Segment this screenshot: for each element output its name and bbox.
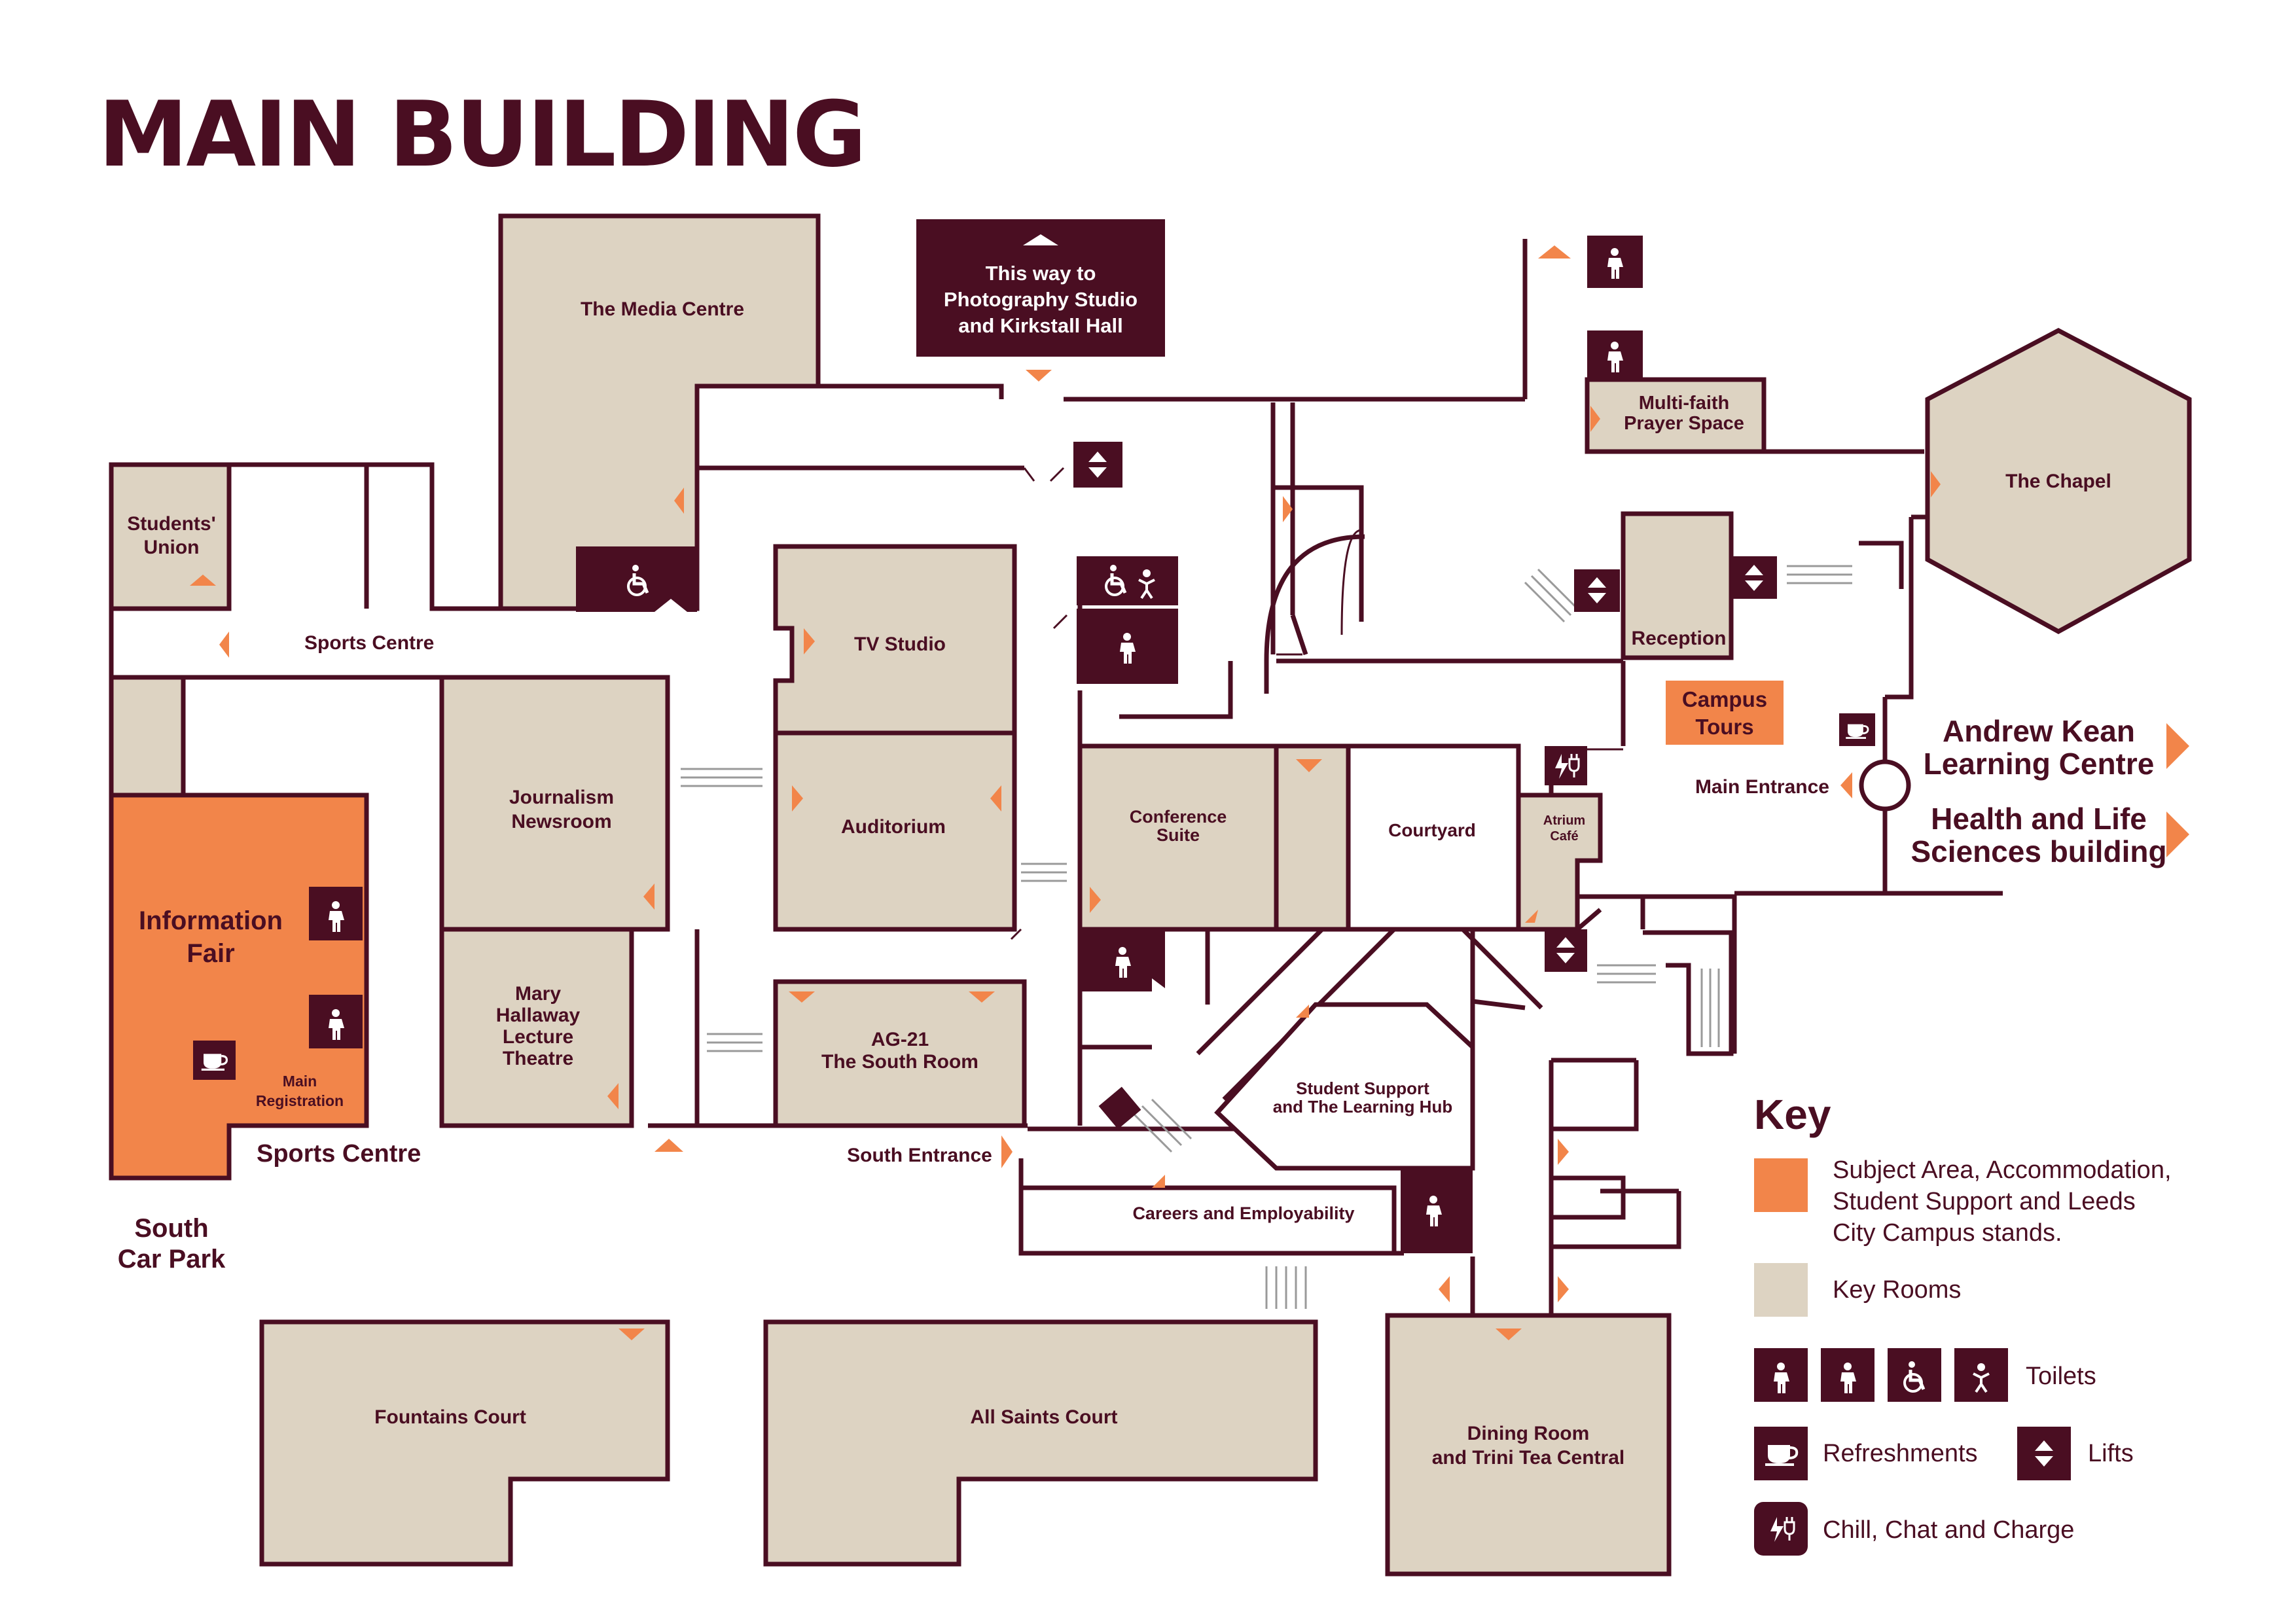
auditorium-label: Auditorium — [841, 816, 946, 838]
lift-box-reception-right[interactable] — [1731, 556, 1777, 599]
lift-box-reception-left[interactable] — [1574, 569, 1620, 612]
key-lift-box — [2017, 1427, 2071, 1480]
key-subject-2: Student Support and Leeds — [1833, 1188, 2136, 1215]
sports-centre-top-label[interactable]: Sports Centre — [304, 632, 434, 654]
reception-room[interactable] — [1621, 511, 1734, 660]
ag21-room[interactable] — [773, 979, 1027, 1128]
main-entrance-label[interactable]: Main Entrance — [1695, 776, 1829, 798]
legend: Key Subject Area, Accommodation, Student… — [1754, 1091, 2172, 1556]
student-support-room[interactable] — [1214, 1002, 1475, 1171]
dining-room-label-1: Dining Room — [1467, 1423, 1590, 1444]
careers-label: Careers and Employability — [1132, 1204, 1354, 1223]
dining-room[interactable] — [1385, 1313, 1672, 1577]
key-toilet-box-4 — [1954, 1348, 2008, 1402]
main-entrance-circle[interactable] — [1859, 759, 1911, 812]
atrium-cafe-label-1: Atrium — [1543, 813, 1585, 828]
lift-box-top[interactable] — [1073, 442, 1122, 488]
student-support-label-2: and The Learning Hub — [1273, 1097, 1452, 1116]
conference-suite-label-1: Conference — [1130, 807, 1227, 827]
mary-hallaway-label-4: Theatre — [503, 1048, 573, 1069]
media-centre-room[interactable] — [498, 213, 821, 611]
south-car-park-label-1: South — [134, 1214, 208, 1243]
key-lifts-label: Lifts — [2088, 1440, 2134, 1467]
conference-suite-label-2: Suite — [1157, 825, 1200, 845]
journalism-label-1: Journalism — [509, 787, 614, 808]
labels: The Media Centre Students' Union Sports … — [118, 262, 2167, 1469]
students-union-label-2: Union — [144, 537, 200, 558]
andrew-kean-label-1[interactable]: Andrew Kean — [1943, 714, 2135, 748]
stairs — [681, 565, 1852, 1309]
main-registration-label-1: Main — [283, 1073, 317, 1090]
photography-sign-2: Photography Studio — [944, 288, 1138, 311]
multi-faith-label-1: Multi-faith — [1639, 393, 1730, 414]
photography-sign-3: and Kirkstall Hall — [958, 314, 1123, 337]
multi-faith-room[interactable] — [1585, 377, 1767, 454]
health-life-label-2[interactable]: Sciences building — [1910, 834, 2166, 868]
lift-box-atrium[interactable] — [1545, 929, 1587, 972]
facilities — [193, 219, 1911, 1253]
campus-tours-box[interactable] — [1666, 681, 1784, 745]
courtyard-label: Courtyard — [1388, 820, 1476, 840]
key-subject-1: Subject Area, Accommodation, — [1833, 1156, 2172, 1184]
information-fair-room[interactable] — [109, 793, 369, 1181]
mary-hallaway-label-3: Lecture — [503, 1026, 573, 1048]
journalism-newsroom-room[interactable] — [439, 675, 670, 932]
ag21-label-2: The South Room — [821, 1051, 978, 1073]
health-life-label-1[interactable]: Health and Life — [1931, 802, 2147, 836]
tv-studio-room[interactable] — [773, 544, 1017, 736]
mary-hallaway-label-2: Hallaway — [496, 1005, 581, 1026]
key-swatch-beige — [1754, 1263, 1808, 1317]
fountains-court-label: Fountains Court — [374, 1406, 526, 1428]
entrance-markers — [190, 245, 2189, 1340]
careers-room[interactable] — [1018, 1185, 1397, 1256]
auditorium-room[interactable] — [773, 730, 1017, 932]
south-car-park-label-2: Car Park — [118, 1245, 226, 1274]
atrium-cafe-room[interactable] — [1516, 793, 1603, 932]
tv-studio-label: TV Studio — [854, 633, 946, 655]
media-centre-label: The Media Centre — [581, 298, 744, 320]
andrew-kean-label-2[interactable]: Learning Centre — [1924, 747, 2155, 781]
corridor-beige-block — [109, 675, 186, 798]
students-union-label-1: Students' — [127, 513, 215, 535]
key-chill-label: Chill, Chat and Charge — [1823, 1516, 2074, 1544]
rooms — [109, 213, 2192, 1577]
chapel-label: The Chapel — [2005, 471, 2111, 492]
up-arrow-icon — [1023, 234, 1058, 245]
ag21-label-1: AG-21 — [871, 1029, 929, 1050]
atrium-cafe-label-2: Café — [1550, 829, 1578, 844]
toilet-box-wheel-baby[interactable] — [1077, 556, 1178, 605]
photography-sign-1: This way to — [986, 262, 1096, 285]
information-fair-label-2: Fair — [187, 939, 234, 968]
main-registration-label-2: Registration — [256, 1092, 344, 1109]
page-title: MAIN BUILDING — [98, 82, 867, 187]
student-support-label-1: Student Support — [1296, 1079, 1429, 1098]
mary-hallaway-room[interactable] — [439, 927, 634, 1128]
key-toilets-label: Toilets — [2026, 1363, 2096, 1390]
all-saints-court-room[interactable] — [763, 1319, 1318, 1567]
multi-faith-label-2: Prayer Space — [1624, 413, 1744, 434]
sports-centre-bottom-label[interactable]: Sports Centre — [257, 1140, 421, 1168]
journalism-label-2: Newsroom — [511, 811, 611, 832]
information-fair-label-1: Information — [139, 906, 283, 935]
fountains-court-room[interactable] — [259, 1319, 670, 1567]
key-title: Key — [1754, 1091, 1831, 1138]
campus-tours-label-1: Campus — [1682, 687, 1767, 711]
chapel-room[interactable] — [1925, 328, 2192, 634]
conference-side-room — [1274, 743, 1351, 932]
key-swatch-orange — [1754, 1158, 1808, 1212]
key-subject-3: City Campus stands. — [1833, 1219, 2062, 1247]
south-entrance-label[interactable]: South Entrance — [847, 1145, 992, 1166]
key-refreshments-label: Refreshments — [1823, 1440, 1978, 1467]
mary-hallaway-label-1: Mary — [515, 983, 561, 1005]
reception-label: Reception — [1631, 628, 1726, 649]
all-saints-court-label: All Saints Court — [970, 1406, 1117, 1428]
dining-room-label-2: and Trini Tea Central — [1432, 1447, 1625, 1469]
key-rooms-label: Key Rooms — [1833, 1276, 1961, 1304]
lift-box-diagonal[interactable] — [1098, 1086, 1141, 1130]
campus-tours-label-2: Tours — [1695, 715, 1753, 739]
